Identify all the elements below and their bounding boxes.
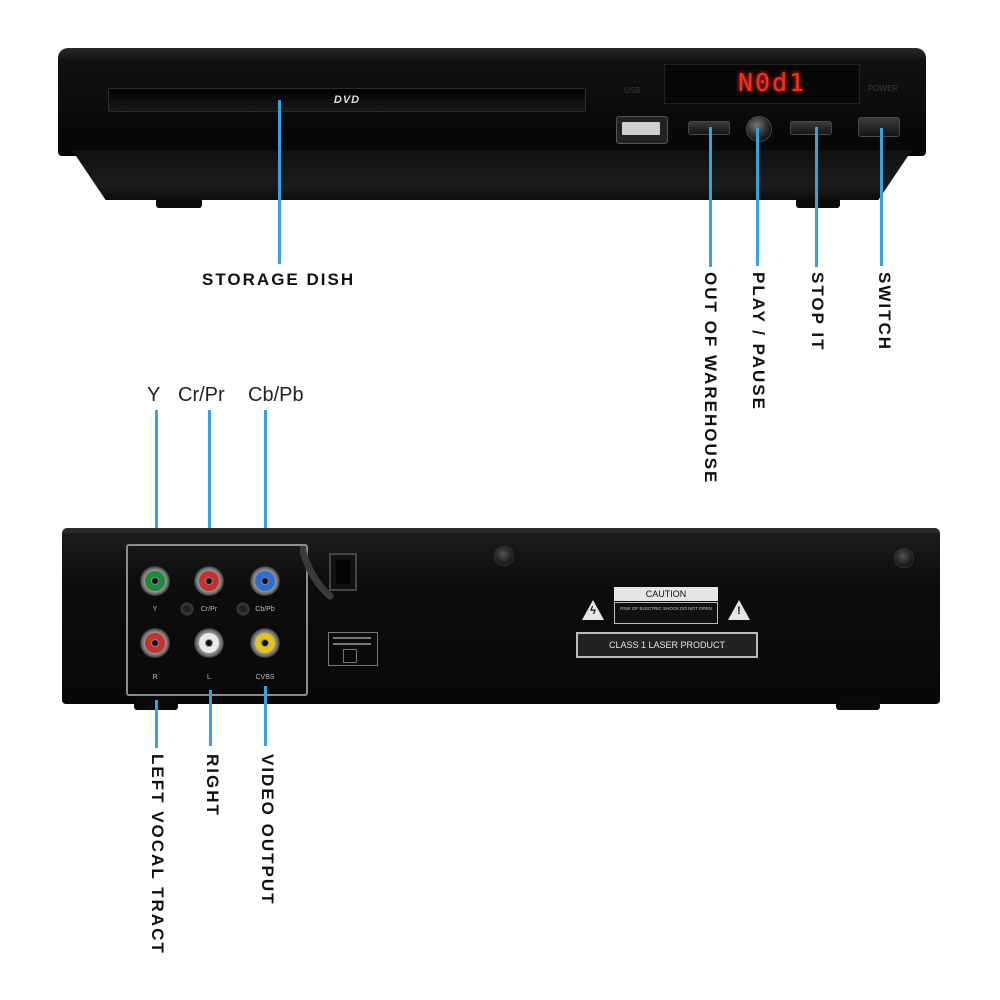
switch-line: [880, 128, 883, 266]
play-pause-button[interactable]: [746, 116, 772, 142]
front-base: [72, 150, 912, 200]
eject-line: [709, 127, 712, 267]
jack-y[interactable]: [140, 566, 170, 596]
av-output-panel: [126, 544, 308, 696]
power-switch[interactable]: [858, 117, 900, 137]
jack-pin: [205, 577, 213, 585]
sticker-line: [333, 637, 371, 639]
power-label: POWER: [868, 84, 899, 93]
cr-pr-label: Cr/Pr: [178, 384, 225, 406]
jack-cr-pr[interactable]: [194, 566, 224, 596]
rear-screw: [894, 548, 914, 568]
jack-r[interactable]: [140, 628, 170, 658]
stop-line: [815, 127, 818, 267]
usb-icon: [622, 122, 660, 135]
jack-pin: [151, 639, 159, 647]
stop-it-label: STOP IT: [808, 272, 827, 352]
stop-button[interactable]: [790, 121, 832, 135]
jack-label-cb: Cb/Pb: [255, 606, 275, 613]
panel-screw-hole: [180, 602, 194, 616]
panel-screw-hole: [236, 602, 250, 616]
rear-screw: [494, 546, 514, 566]
disc-slot[interactable]: [108, 88, 586, 112]
dvd-logo: DVD: [333, 94, 361, 106]
y-line: [155, 410, 158, 568]
left-vocal-line: [155, 700, 158, 748]
led-display-text: N0d1: [738, 68, 807, 97]
play-pause-label: PLAY / PAUSE: [749, 272, 768, 411]
switch-label: SWITCH: [875, 272, 894, 352]
right-line: [209, 690, 212, 746]
right-label: RIGHT: [203, 754, 222, 817]
jack-label-y: Y: [152, 606, 158, 613]
storage-dish-label: STORAGE DISH: [202, 270, 356, 289]
rear-foot-right: [836, 702, 880, 710]
lightning-icon: ϟ: [590, 605, 596, 617]
jack-pin: [151, 577, 159, 585]
sticker-icon: [343, 649, 357, 663]
laser-product-label: CLASS 1 LASER PRODUCT: [576, 632, 758, 658]
power-cable: [300, 546, 357, 600]
jack-pin: [205, 639, 213, 647]
jack-label-cr: Cr/Pr: [200, 606, 218, 613]
jack-pin: [261, 577, 269, 585]
front-foot-right: [796, 198, 840, 208]
led-display: [664, 64, 860, 104]
exclamation-icon: !: [737, 605, 741, 617]
jack-cvbs[interactable]: [250, 628, 280, 658]
jack-l[interactable]: [194, 628, 224, 658]
jack-cb-pb[interactable]: [250, 566, 280, 596]
left-vocal-tract-label: LEFT VOCAL TRACT: [148, 754, 167, 955]
jack-pin: [261, 639, 269, 647]
video-output-label: VIDEO OUTPUT: [258, 754, 277, 906]
sticker-line: [333, 643, 371, 645]
rear-top-edge: [62, 528, 940, 533]
cb-pb-label: Cb/Pb: [248, 384, 304, 406]
storage-dish-line: [278, 100, 281, 264]
y-label: Y: [147, 384, 161, 406]
caution-text: RISK OF ELECTRIC SHOCK DO NOT OPEN: [614, 602, 718, 624]
jack-label-r: R: [152, 674, 158, 681]
out-of-warehouse-label: OUT OF WAREHOUSE: [701, 272, 720, 485]
warning-icon: [728, 600, 750, 620]
model-sticker: [328, 632, 378, 666]
caution-title: CAUTION: [614, 587, 718, 601]
front-foot-left: [156, 198, 202, 208]
cb-line: [264, 410, 267, 568]
shock-warning-icon: [582, 600, 604, 620]
jack-label-l: L: [207, 674, 211, 681]
play-pause-line: [756, 128, 759, 266]
jack-label-cvbs: CVBS: [255, 674, 275, 681]
cr-line: [208, 410, 211, 568]
video-output-line: [264, 686, 267, 746]
usb-label: USB: [624, 86, 641, 95]
